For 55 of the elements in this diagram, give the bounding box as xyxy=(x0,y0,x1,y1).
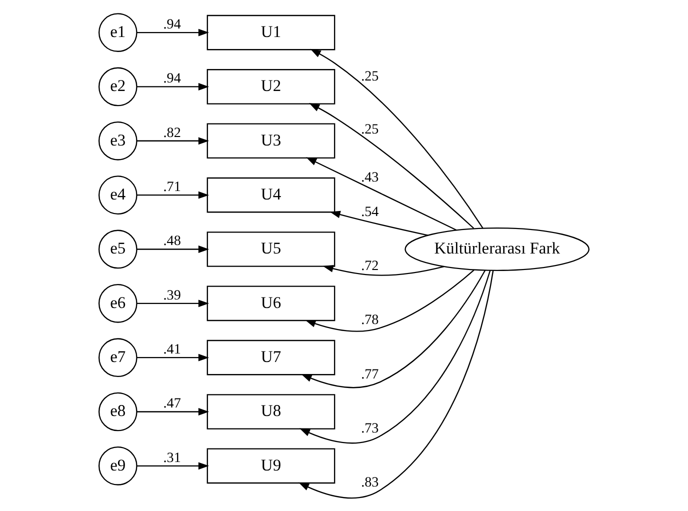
node-box: U6 xyxy=(206,285,336,321)
node-box: U8 xyxy=(206,394,336,429)
arrow xyxy=(305,269,474,332)
node-circle: e8 xyxy=(98,392,138,431)
edge-label: .83 xyxy=(361,474,379,490)
arrow xyxy=(299,270,491,444)
arrow xyxy=(301,270,486,388)
edge-label: .39 xyxy=(163,286,181,303)
edge-label: .31 xyxy=(163,449,181,466)
arrow xyxy=(298,270,494,498)
edge-label: .54 xyxy=(361,203,379,220)
node-circle: e2 xyxy=(98,66,138,106)
arrow xyxy=(136,28,210,36)
node-ellipse: Kültürlerarası Fark xyxy=(404,226,590,271)
node-box: U2 xyxy=(206,68,336,104)
edge-label: .94 xyxy=(163,16,181,32)
arrow xyxy=(136,408,210,415)
arrow xyxy=(322,264,444,276)
arrow xyxy=(136,353,210,361)
node-box: U3 xyxy=(206,122,336,158)
arrow xyxy=(136,245,210,252)
arrow xyxy=(306,156,457,230)
edge-label: .25 xyxy=(361,68,379,84)
node-box: U4 xyxy=(206,176,336,212)
node-circle: e3 xyxy=(98,120,138,160)
node-circle: e5 xyxy=(98,229,138,268)
node-circle: e4 xyxy=(98,175,138,214)
edge-label: .73 xyxy=(361,420,379,436)
arrow xyxy=(136,190,210,198)
edge-label: .78 xyxy=(361,312,379,328)
node-box: U9 xyxy=(206,448,336,484)
edge-label: .94 xyxy=(163,70,181,86)
arrow xyxy=(136,136,210,144)
arrow xyxy=(136,82,210,90)
edge-label: .25 xyxy=(361,120,379,137)
edge-label: .82 xyxy=(163,124,181,140)
arrow xyxy=(310,48,484,228)
arrow xyxy=(136,462,210,470)
node-box: U5 xyxy=(206,231,336,266)
node-circle: e6 xyxy=(98,283,138,322)
node-circle: e1 xyxy=(98,12,138,52)
node-circle: e7 xyxy=(98,338,138,376)
edge-label: .71 xyxy=(163,178,181,195)
arrow xyxy=(136,299,210,307)
node-circle: e9 xyxy=(98,446,138,485)
edge-label: .72 xyxy=(361,257,379,274)
edge-label: .43 xyxy=(361,169,379,186)
edge-label: .41 xyxy=(163,341,181,358)
edge-label: .77 xyxy=(361,366,379,382)
edge-label: .48 xyxy=(163,232,181,249)
node-box: U1 xyxy=(206,14,336,50)
node-box: U7 xyxy=(206,339,336,375)
edge-label: .47 xyxy=(163,395,181,412)
arrow xyxy=(308,102,474,228)
arrow xyxy=(330,210,428,236)
